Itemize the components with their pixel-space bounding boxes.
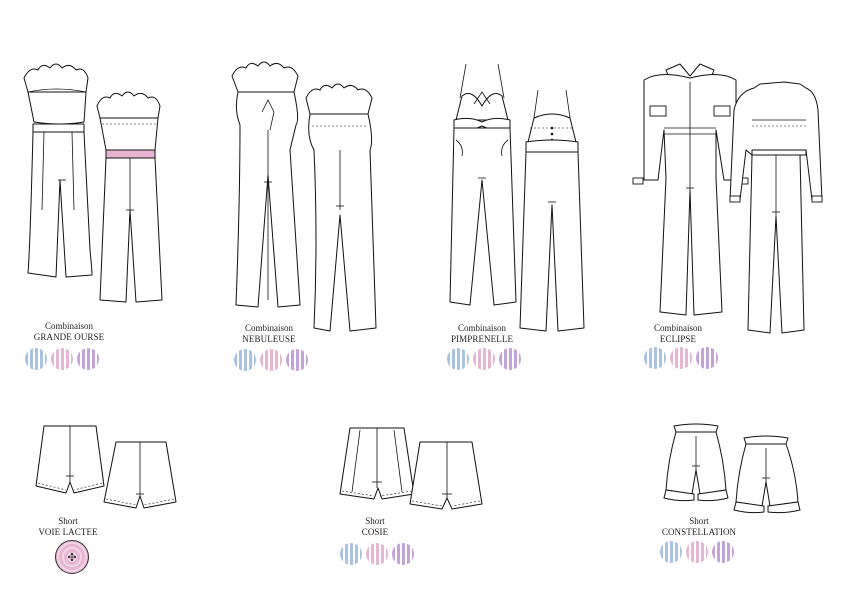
- swatch-pink[interactable]: [670, 347, 692, 369]
- swatch-blue[interactable]: [447, 348, 469, 370]
- fabric-options: [25, 348, 99, 370]
- swatch-blue[interactable]: [234, 349, 256, 371]
- pattern-category: Combinaison: [244, 323, 293, 333]
- pattern-name: ECLIPSE: [659, 334, 697, 344]
- fabric-options: [660, 541, 734, 563]
- swatch-pink[interactable]: [473, 348, 495, 370]
- pattern-name: PIMPRENELLE: [450, 334, 514, 344]
- swatch-violet[interactable]: [286, 349, 308, 371]
- pattern-category: Combinaison: [653, 323, 702, 333]
- swatch-blue[interactable]: [25, 348, 47, 370]
- pattern-name: VOIE LACTEE: [38, 527, 98, 537]
- pattern-category: Combinaison: [457, 323, 506, 333]
- cosie-caption: Short COSIE: [325, 516, 425, 538]
- swatch-violet[interactable]: [696, 347, 718, 369]
- swatch-pink[interactable]: [51, 348, 73, 370]
- grande-ourse-caption: Combinaison GRANDE OURSE: [14, 321, 124, 343]
- swatch-pink[interactable]: [260, 349, 282, 371]
- pattern-category: Combinaison: [44, 321, 93, 331]
- fabric-swatch-icon: ✣: [67, 550, 77, 564]
- swatch-blue[interactable]: [644, 347, 666, 369]
- pattern-category: Short: [365, 516, 385, 526]
- fabric-badge[interactable]: ✣: [55, 540, 89, 574]
- nebuleuse-caption: Combinaison NEBULEUSE: [219, 323, 319, 345]
- swatch-violet[interactable]: [712, 541, 734, 563]
- pattern-name: CONSTELLATION: [661, 527, 737, 537]
- fabric-options: [644, 347, 718, 369]
- swatch-violet[interactable]: [392, 543, 414, 565]
- pattern-category: Short: [58, 516, 78, 526]
- pattern-name: COSIE: [361, 527, 389, 537]
- fabric-options: [234, 349, 308, 371]
- eclipse-caption: Combinaison ECLIPSE: [628, 323, 728, 345]
- constellation-caption: Short CONSTELLATION: [649, 516, 749, 538]
- swatch-violet[interactable]: [499, 348, 521, 370]
- swatch-pink[interactable]: [686, 541, 708, 563]
- fabric-options: [340, 543, 414, 565]
- swatch-blue[interactable]: [340, 543, 362, 565]
- swatch-violet[interactable]: [77, 348, 99, 370]
- pattern-category: Short: [689, 516, 709, 526]
- pattern-name: GRANDE OURSE: [33, 332, 105, 342]
- voie-lactee-caption: Short VOIE LACTEE: [18, 516, 118, 538]
- pimprenelle-caption: Combinaison PIMPRENELLE: [432, 323, 532, 345]
- swatch-pink[interactable]: [366, 543, 388, 565]
- fabric-options: [447, 348, 521, 370]
- swatch-blue[interactable]: [660, 541, 682, 563]
- pattern-name: NEBULEUSE: [242, 334, 296, 344]
